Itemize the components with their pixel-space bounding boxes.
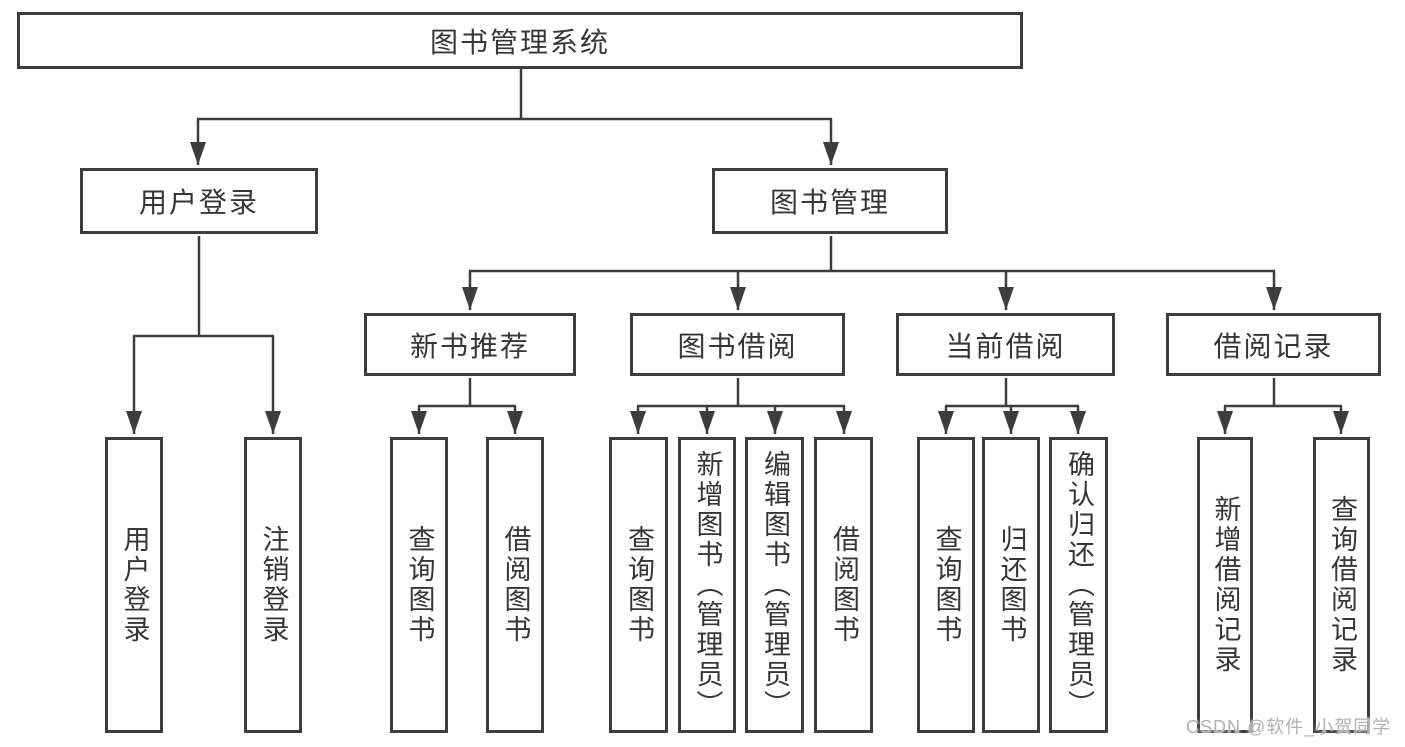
- leaf-borrow-books-borrowing-label: 借阅图书: [829, 525, 859, 645]
- leaf-query-borrow-record: 查询借阅记录: [1313, 437, 1370, 733]
- leaf-user-login: 用户登录: [105, 437, 163, 733]
- leaf-edit-book-admin-label: 编辑图书（管理员）: [760, 450, 790, 720]
- leaf-borrow-books-recommend-label: 借阅图书: [500, 525, 531, 645]
- leaf-query-books-borrowing: 查询图书: [609, 437, 668, 733]
- node-new-book-recommendation: 新书推荐: [364, 313, 576, 376]
- leaf-edit-book-admin: 编辑图书（管理员）: [745, 437, 804, 733]
- node-user-login: 用户登录: [80, 168, 318, 234]
- leaf-logout-label: 注销登录: [258, 525, 289, 645]
- leaf-return-book-label: 归还图书: [996, 525, 1027, 645]
- leaf-borrow-books-borrowing: 借阅图书: [814, 437, 873, 733]
- node-borrowing-records: 借阅记录: [1166, 313, 1381, 376]
- leaf-confirm-return-admin: 确认归还（管理员）: [1049, 437, 1108, 733]
- leaf-query-books-current: 查询图书: [917, 437, 975, 733]
- leaf-add-book-admin-label: 新增图书（管理员）: [692, 450, 723, 720]
- leaf-query-borrow-record-label: 查询借阅记录: [1327, 495, 1357, 675]
- leaf-add-book-admin: 新增图书（管理员）: [678, 437, 736, 733]
- leaf-add-borrow-record: 新增借阅记录: [1197, 437, 1253, 733]
- leaf-add-borrow-record-label: 新增借阅记录: [1210, 495, 1241, 675]
- leaf-query-books-borrowing-label: 查询图书: [624, 525, 654, 645]
- node-book-borrowing: 图书借阅: [630, 313, 845, 376]
- leaf-query-books-recommend-label: 查询图书: [404, 525, 435, 645]
- leaf-logout: 注销登录: [244, 437, 302, 733]
- leaf-return-book: 归还图书: [982, 437, 1040, 733]
- csdn-watermark: CSDN @软件_小贺同学: [1186, 717, 1392, 737]
- node-book-management: 图书管理: [712, 168, 948, 234]
- leaf-confirm-return-admin-label: 确认归还（管理员）: [1064, 450, 1094, 720]
- leaf-user-login-label: 用户登录: [119, 525, 150, 645]
- leaf-query-books-recommend: 查询图书: [390, 437, 448, 733]
- leaf-query-books-current-label: 查询图书: [931, 525, 962, 645]
- node-library-management-system: 图书管理系统: [17, 12, 1023, 69]
- leaf-borrow-books-recommend: 借阅图书: [486, 437, 544, 733]
- node-current-borrowing: 当前借阅: [896, 313, 1115, 376]
